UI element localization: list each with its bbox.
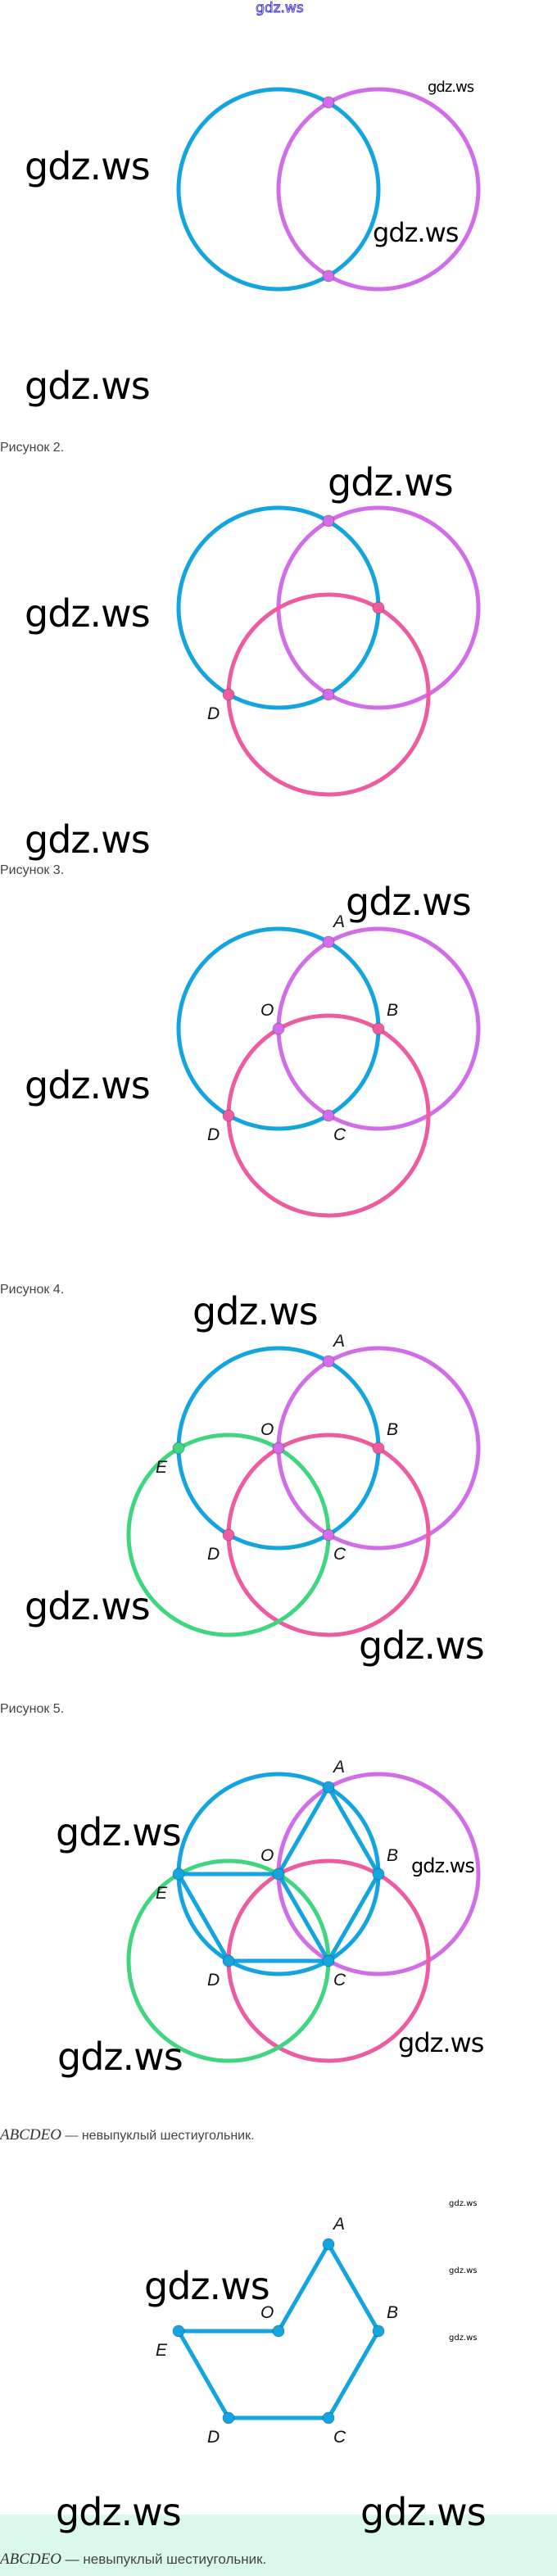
point-label-c: C: [333, 1545, 346, 1564]
segment-bc: [326, 2329, 381, 2420]
figure-caption: Рисунок 5.: [0, 1702, 65, 1716]
point-label-c: C: [333, 1125, 346, 1144]
point-c: [322, 1109, 335, 1122]
watermark: gdz.ws: [56, 2490, 182, 2534]
watermark: gdz.ws: [25, 364, 151, 408]
point-d: [222, 1954, 235, 1967]
point-c: [322, 269, 335, 283]
point-label-e: E: [156, 2341, 168, 2360]
watermark: gdz.ws: [25, 591, 151, 636]
point-label-b: B: [387, 1420, 398, 1439]
watermark: gdz.ws: [25, 1584, 151, 1628]
point-a: [322, 96, 335, 109]
watermark: gdz.ws: [25, 817, 151, 862]
point-b: [372, 1442, 385, 1455]
point-e: [172, 2325, 185, 2338]
polygon-name: ABCDEO: [0, 2551, 61, 2568]
polygon-name: ABCDEO: [0, 2126, 61, 2144]
point-label-d: D: [207, 2428, 220, 2447]
result-text: — невыпуклый шестиугольник.: [61, 2129, 255, 2143]
point-c: [322, 1528, 335, 1542]
point-label-e: E: [156, 1458, 168, 1477]
point-e: [172, 1867, 185, 1881]
point-b: [372, 601, 385, 614]
point-label-d: D: [207, 1545, 220, 1564]
watermark: gdz.ws: [346, 880, 472, 924]
point-label-a: A: [332, 912, 345, 931]
point-label-c: C: [333, 1971, 346, 1990]
watermark: gdz.ws: [144, 2264, 270, 2308]
figure-caption: Рисунок 4.: [0, 1283, 65, 1297]
point-o: [272, 2325, 285, 2338]
point-o: [272, 1022, 285, 1035]
point-a: [322, 514, 335, 527]
watermark: gdz.ws: [449, 2334, 478, 2343]
figure-caption: Рисунок 2.: [0, 441, 65, 455]
watermark: gdz.ws: [57, 2035, 183, 2079]
segment-de: [176, 1872, 231, 1963]
point-label-o: O: [260, 1846, 274, 1865]
point-o: [272, 1867, 285, 1881]
point-d: [222, 2411, 235, 2424]
watermark: gdz.ws: [449, 2266, 478, 2275]
watermark: gdz.ws: [25, 1063, 151, 1107]
result-statement: ABCDEO — невыпуклый шестиугольник.: [0, 2126, 255, 2144]
point-label-d: D: [207, 1125, 220, 1144]
watermark: gdz.ws: [360, 2490, 487, 2534]
point-label-o: O: [260, 1420, 274, 1439]
segment-de: [176, 2329, 231, 2420]
point-label-o: O: [260, 1001, 274, 1020]
watermark: gdz.ws: [373, 217, 459, 248]
point-a: [322, 1355, 335, 1368]
watermark: gdz.ws: [192, 1289, 319, 1333]
watermark: gdz.ws: [398, 2027, 484, 2058]
point-d: [222, 688, 235, 701]
segment-oa: [276, 1786, 331, 1876]
site-logo[interactable]: gdz.ws: [256, 0, 305, 17]
point-label-b: B: [387, 2303, 398, 2322]
result-statement-answer: ABCDEO — невыпуклый шестиугольник.: [0, 2551, 266, 2569]
segment-ab: [326, 1786, 381, 1876]
point-a: [322, 2238, 335, 2251]
segment-bc: [326, 1872, 381, 1963]
watermark: gdz.ws: [428, 79, 474, 96]
answer-highlight-band: [0, 2515, 557, 2576]
watermark: gdz.ws: [449, 2199, 478, 2208]
purple-circle: [276, 87, 481, 292]
segment-ab: [326, 2243, 381, 2333]
point-label-b: B: [387, 1001, 398, 1020]
point-a: [322, 935, 335, 948]
point-label-d: D: [207, 704, 220, 723]
blue-circle: [176, 87, 381, 292]
point-d: [222, 1109, 235, 1122]
point-label-a: A: [332, 1332, 345, 1351]
segment-oa: [276, 2243, 331, 2333]
point-label-d: D: [207, 1971, 220, 1990]
segment-oc: [276, 1872, 331, 1963]
point-label-o: O: [260, 2303, 274, 2322]
point-label-b: B: [387, 1846, 398, 1865]
watermark: gdz.ws: [25, 144, 151, 188]
watermark: gdz.ws: [411, 1854, 475, 1877]
point-d: [222, 1528, 235, 1542]
point-c: [322, 2411, 335, 2424]
result-text: — невыпуклый шестиугольник.: [61, 2551, 267, 2567]
point-label-e: E: [156, 1884, 168, 1903]
point-label-a: A: [332, 2215, 345, 2234]
point-o: [272, 1442, 285, 1455]
point-c: [322, 688, 335, 701]
watermark: gdz.ws: [359, 1623, 485, 1668]
watermark: gdz.ws: [328, 460, 454, 505]
point-c: [322, 1954, 335, 1967]
point-b: [372, 1022, 385, 1035]
point-e: [172, 1442, 185, 1455]
point-label-c: C: [333, 2428, 346, 2447]
point-a: [322, 1781, 335, 1794]
point-b: [372, 2325, 385, 2338]
point-b: [372, 1867, 385, 1881]
figure-caption: Рисунок 3.: [0, 863, 65, 877]
point-label-a: A: [332, 1758, 345, 1777]
watermark: gdz.ws: [56, 1810, 182, 1854]
